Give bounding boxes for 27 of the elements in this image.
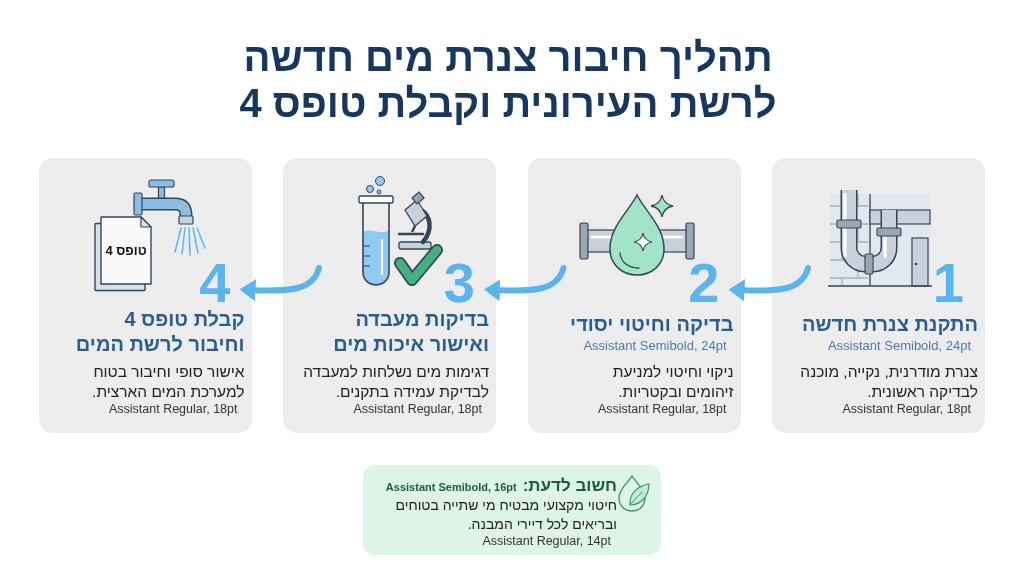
step-card — [527, 158, 741, 433]
font-note: Assistant Semibold, 24pt — [583, 338, 727, 353]
step-description: ניקוי וחיטוי למניעת זיהומים ובקטריות. — [611, 361, 734, 402]
font-note: Assistant Semibold, 24pt — [827, 338, 971, 353]
font-note: Assistant Regular, 18pt — [108, 401, 238, 417]
step-number: 2 — [688, 255, 720, 311]
step-description: דגימות מים נשלחות למעבדה לבדיקת עמידה בתקנים. — [302, 361, 489, 402]
note-text: חיטוי מקצועי מבטיח מי שתייה בטוחים ובריאים לכל דיירי המבנה. — [394, 496, 617, 533]
note-box — [363, 465, 661, 555]
title: תהליך חיבור צנרת מים חדשה לרשת העירונית וקבלת טופס 4 — [238, 34, 778, 126]
step-number: 1 — [932, 255, 964, 311]
arrow — [484, 265, 567, 302]
arrow — [239, 265, 322, 302]
note-title: חשוב לדעת: — [522, 476, 617, 496]
step-card — [38, 158, 252, 433]
step-description: אישור סופי וחיבור בטוח למערכת המים הארצית. — [91, 361, 245, 402]
arrow — [728, 265, 811, 302]
step-card — [283, 158, 496, 433]
font-note: Assistant Regular, 18pt — [353, 401, 482, 417]
font-note: Assistant Regular, 14pt — [482, 534, 611, 548]
step-title: התקנת צנרת חדשה — [801, 312, 978, 337]
font-note: Assistant Regular, 18pt — [597, 401, 727, 417]
step-title: בדיקה וחיטוי יסודי — [569, 312, 734, 337]
font-note: Assistant Semibold, 16pt — [385, 480, 517, 494]
font-note: Assistant Regular, 18pt — [842, 401, 971, 417]
step-card — [772, 158, 985, 433]
step-description: צנרת מודרנית, נקייה, מוכנה לבדיקה ראשונית. — [799, 361, 978, 402]
